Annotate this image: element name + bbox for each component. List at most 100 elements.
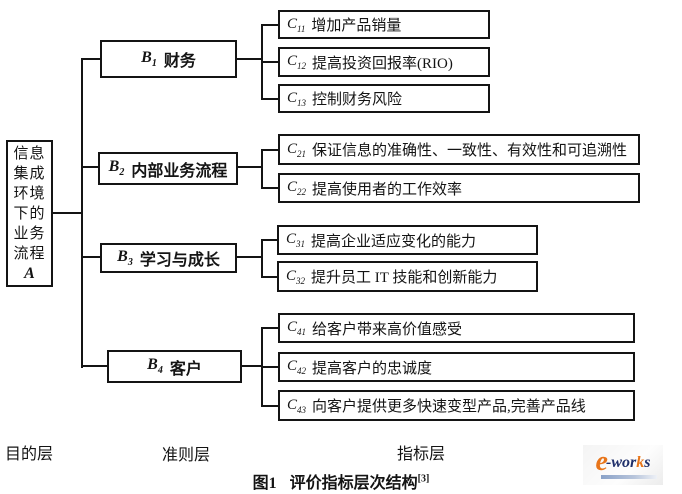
criteria-label: 内部业务流程: [131, 162, 228, 180]
eworks-logo: e-works: [583, 445, 663, 485]
connector-line: [53, 212, 81, 214]
criteria-id-sub: 4: [157, 365, 163, 377]
indicator-id: C12: [287, 53, 306, 71]
goal-layer-label: 目的层: [5, 446, 54, 463]
criteria-id: B2: [109, 158, 125, 178]
connector-line: [261, 239, 277, 241]
criteria-label: 财务: [163, 53, 196, 70]
eworks-logo-k: k: [636, 454, 645, 471]
indicator-id-sub: 42: [297, 366, 307, 376]
indicator-text: 提升员工 IT 技能和创新能力: [311, 270, 498, 286]
connector-line: [81, 365, 107, 367]
criteria-box-b4: B4 客户: [107, 350, 242, 383]
criteria-label: 客户: [169, 360, 202, 378]
goal-line: 环境: [13, 185, 46, 202]
connector-line: [261, 98, 278, 100]
connector-line: [242, 365, 263, 367]
connector-line: [81, 256, 100, 258]
criteria-id-letter: B: [108, 158, 120, 176]
indicator-id-sub: 31: [296, 239, 306, 249]
eworks-logo-e: e: [595, 446, 609, 477]
indicator-id-sub: 13: [297, 97, 307, 108]
connector-line: [81, 166, 98, 168]
criteria-id: B4: [147, 356, 163, 376]
connector-line: [261, 24, 278, 26]
indicator-id: C41: [287, 319, 306, 337]
indicator-text: 向客户提供更多快速变型产品,完善产品线: [312, 399, 586, 415]
goal-line: 集成: [13, 165, 46, 182]
indicator-box-c13: C13 控制财务风险: [278, 84, 490, 113]
criteria-box-b1: B1 财务: [100, 40, 237, 78]
connector-line: [261, 149, 278, 151]
goal-line: 业务: [13, 225, 46, 242]
connector-line: [261, 405, 278, 407]
criteria-box-b3: B3 学习与成长: [100, 243, 237, 273]
connector-line: [261, 149, 263, 189]
connector-line: [261, 239, 263, 278]
indicator-box-c12: C12 提高投资回报率(RIO): [278, 47, 490, 77]
indicator-id: C11: [287, 16, 305, 34]
connector-line: [261, 327, 278, 329]
indicator-box-c11: C11 增加产品销量: [278, 10, 490, 39]
criteria-layer-label: 准则层: [162, 447, 211, 464]
indicator-text: 提高客户的忠诚度: [312, 360, 433, 377]
indicator-layer-label: 指标层: [397, 446, 446, 463]
indicator-text: 提高投资回报率(RIO): [312, 55, 453, 72]
criteria-id-sub: 3: [127, 257, 133, 269]
connector-line: [81, 58, 100, 60]
figure-caption: 图1 评价指标层次结构[3]: [0, 469, 682, 493]
connector-line: [238, 166, 263, 168]
indicator-id-letter: C: [287, 319, 298, 335]
criteria-label: 学习与成长: [139, 252, 220, 269]
goal-line: 信息: [13, 145, 46, 162]
criteria-id-sub: 1: [151, 58, 157, 70]
goal-id-label: A: [24, 264, 35, 282]
figure-caption-number: 图1: [252, 475, 277, 492]
connector-line: [261, 276, 277, 278]
indicator-id: C13: [287, 90, 306, 108]
connector-line: [261, 187, 278, 189]
indicator-id: C42: [287, 358, 306, 376]
indicator-text: 保证信息的准确性、一致性、有效性和可追溯性: [312, 143, 628, 159]
indicator-text: 控制财务风险: [312, 92, 403, 108]
connector-line: [261, 61, 278, 63]
logo-underline-bar: [601, 475, 657, 479]
indicator-box-c32: C32 提升员工 IT 技能和创新能力: [277, 261, 538, 292]
indicator-id-letter: C: [286, 231, 297, 247]
indicator-id-letter: C: [286, 267, 297, 284]
indicator-box-c43: C43 向客户提供更多快速变型产品,完善产品线: [278, 390, 635, 421]
eworks-logo-mid: -wor: [605, 454, 637, 471]
indicator-id-sub: 11: [297, 23, 306, 34]
indicator-id-sub: 22: [297, 187, 307, 197]
indicator-id-letter: C: [287, 358, 298, 374]
indicator-id: C21: [287, 141, 306, 159]
criteria-id: B3: [117, 248, 133, 268]
indicator-id-letter: C: [287, 179, 298, 195]
criteria-id-letter: B: [117, 247, 128, 265]
indicator-text: 提高企业适应变化的能力: [311, 233, 477, 250]
goal-line: 下的: [13, 205, 46, 222]
indicator-id-sub: 32: [296, 275, 306, 286]
indicator-id-sub: 21: [297, 148, 307, 159]
connector-line: [261, 366, 278, 368]
figure-caption-reference: [3]: [417, 473, 430, 485]
criteria-id-sub: 2: [119, 167, 125, 179]
goal-line: 流程: [13, 245, 46, 262]
criteria-id: B1: [141, 49, 157, 69]
figure-caption-title: 评价指标层次结构: [289, 475, 418, 492]
connector-line: [237, 58, 263, 60]
eworks-logo-end: s: [644, 454, 651, 471]
indicator-id-letter: C: [287, 53, 298, 69]
indicator-id: C32: [286, 268, 305, 286]
eworks-logo-text: e-works: [596, 448, 651, 476]
indicator-text: 给客户带来高价值感受: [312, 321, 463, 338]
indicator-box-c31: C31 提高企业适应变化的能力: [277, 225, 538, 255]
indicator-id-sub: 12: [297, 61, 307, 71]
indicator-box-c21: C21 保证信息的准确性、一致性、有效性和可追溯性: [278, 134, 640, 165]
indicator-text: 提高使用者的工作效率: [312, 181, 463, 198]
indicator-id-letter: C: [287, 396, 298, 413]
indicator-id-letter: C: [287, 140, 298, 157]
indicator-id: C31: [286, 231, 305, 249]
criteria-id-letter: B: [141, 48, 152, 66]
